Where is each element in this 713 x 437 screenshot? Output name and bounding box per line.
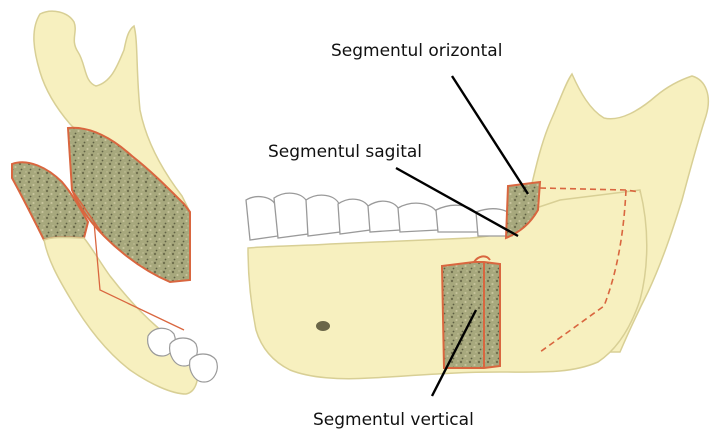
label-segment-vertical: Segmentul vertical [313,410,474,430]
teeth-row [246,193,514,240]
cross-section-view [12,11,217,394]
leader-orizontal [452,76,528,194]
vertical-cut-segment [442,262,500,368]
label-segment-horizontal: Segmentul orizontal [331,41,502,61]
mental-foramen [316,321,330,331]
side-view [246,74,708,379]
label-segment-sagittal: Segmentul sagital [268,142,422,162]
